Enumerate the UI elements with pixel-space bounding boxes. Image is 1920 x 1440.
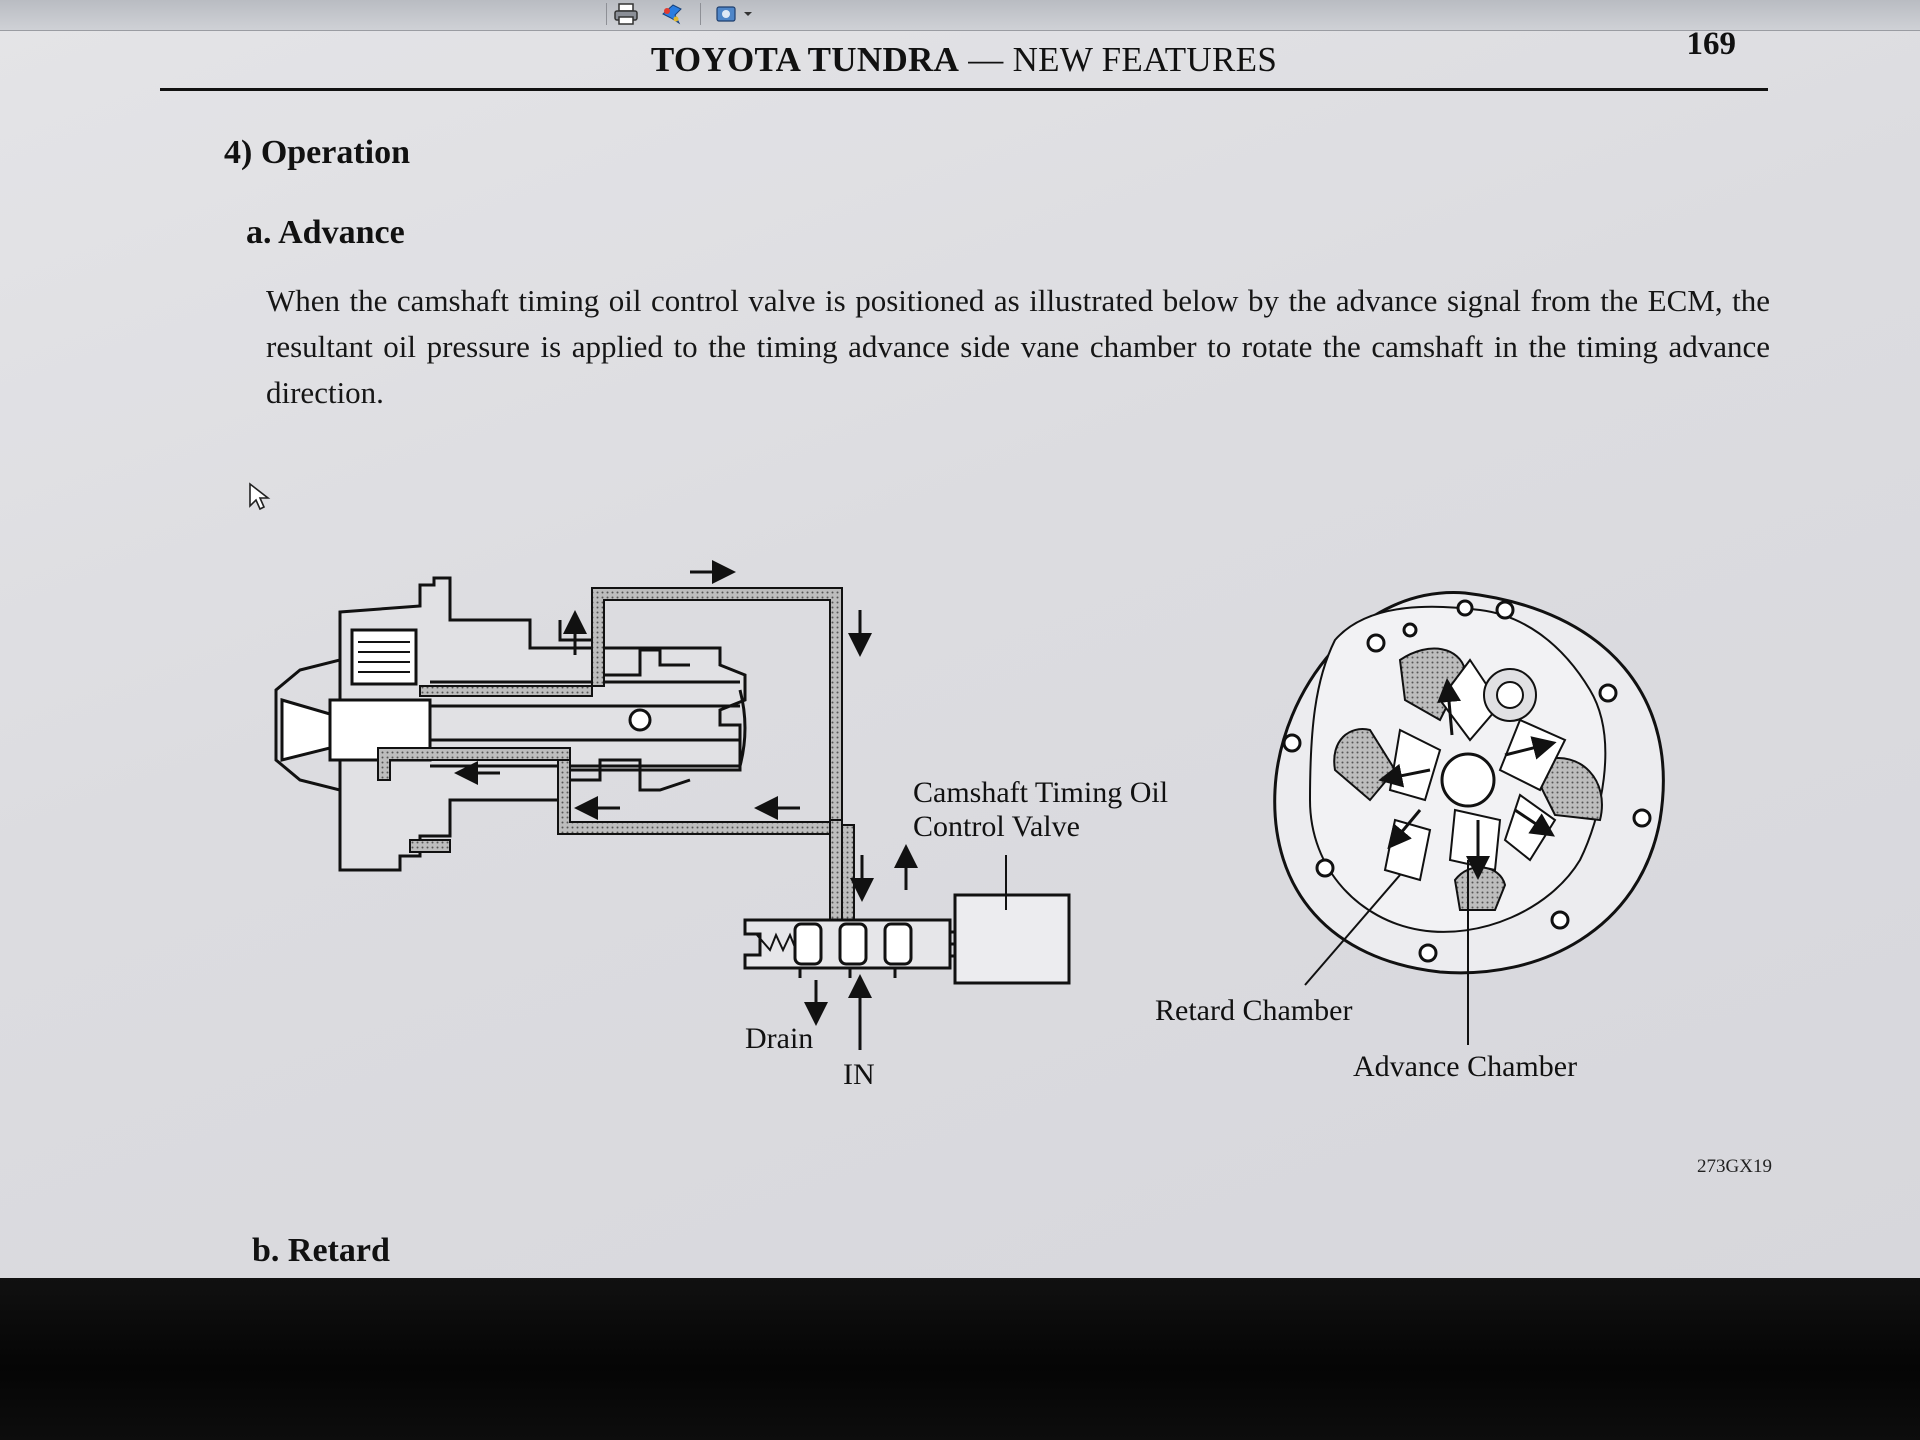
- share-icon[interactable]: [712, 2, 756, 26]
- toolbar-separator: [606, 3, 607, 25]
- oil-control-valve: [743, 855, 1071, 985]
- vane-arrow: [1437, 678, 1462, 736]
- page-header: TOYOTA TUNDRA — NEW FEATURES 169: [160, 26, 1768, 91]
- drain-label: Drain: [745, 1022, 813, 1055]
- advance-chamber-label: Advance Chamber: [1353, 1050, 1577, 1083]
- subsection-advance-heading: a. Advance: [246, 214, 405, 251]
- toolbar-separator: [700, 3, 701, 25]
- subsection-retard-heading: b. Retard: [252, 1232, 390, 1269]
- vane-arrow: [1378, 763, 1431, 788]
- figure-code: 273GX19: [1697, 1156, 1772, 1177]
- viewer-toolbar: [0, 0, 1920, 31]
- oil-passages: [377, 587, 855, 921]
- monitor-bezel: [0, 1278, 1920, 1440]
- vane-arrow: [1504, 736, 1557, 760]
- body-paragraph: When the camshaft timing oil control val…: [266, 283, 1770, 410]
- flow-arrows: [454, 560, 918, 1050]
- mouse-cursor-icon: [249, 482, 271, 511]
- section-heading: 4) Operation: [224, 134, 411, 171]
- in-label: IN: [843, 1058, 875, 1091]
- retard-chamber-label: Retard Chamber: [1155, 994, 1352, 1027]
- printer-icon[interactable]: [612, 2, 640, 26]
- valve-label-line1: Camshaft Timing Oil: [913, 776, 1168, 809]
- header-title-bold: TOYOTA TUNDRA: [650, 40, 960, 79]
- retard-chamber-leader: [1304, 874, 1401, 986]
- pin-icon[interactable]: [658, 2, 686, 26]
- document-screen: TOYOTA TUNDRA — NEW FEATURES 169 4) Oper…: [0, 0, 1920, 1278]
- header-title: TOYOTA TUNDRA — NEW FEATURES: [160, 40, 1768, 80]
- advance-chamber-area: [1538, 757, 1603, 822]
- vvt-controller-assembly: [274, 576, 747, 872]
- page-number: 169: [1686, 26, 1737, 62]
- vane-arrow: [1387, 809, 1422, 850]
- vane-arrow: [1514, 808, 1555, 837]
- vvt-diagram: Camshaft Timing Oil Control Valve Drain …: [274, 560, 1665, 1091]
- advance-chamber-area: [1453, 866, 1507, 911]
- valve-label-line2: Control Valve: [913, 810, 1080, 843]
- header-title-rest: — NEW FEATURES: [959, 40, 1278, 79]
- vane-controller: [1273, 591, 1665, 1045]
